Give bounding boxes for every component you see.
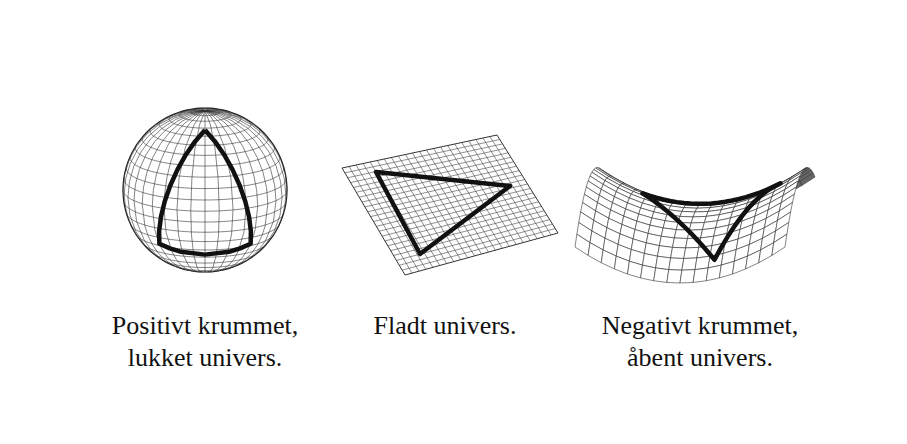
saddle-cell (733, 256, 748, 274)
saddle-cell (601, 250, 616, 269)
sphere-outline (123, 108, 287, 272)
saddle-figure (575, 168, 815, 284)
saddle-cell (691, 216, 706, 223)
plane-outline (342, 135, 558, 275)
saddle-cell (628, 261, 643, 278)
saddle-cell (772, 234, 787, 255)
plane-figure (342, 135, 558, 275)
saddle-cell (656, 256, 671, 269)
caption-label: Positivt krummet, lukket univers. (85, 310, 325, 374)
saddle-cell (671, 247, 686, 258)
plane-grid (345, 137, 555, 274)
caption-label: Negativt krummet, åbent univers. (575, 310, 825, 374)
sphere-grid (123, 108, 287, 272)
saddle-cell (588, 243, 603, 263)
saddle-cell (669, 258, 684, 270)
saddle-cell (673, 238, 688, 248)
saddle-cell (695, 256, 710, 269)
saddle-cell (614, 256, 629, 274)
caption-label: Fladt univers. (345, 310, 545, 342)
saddle-cell (654, 268, 669, 283)
saddle-cell (641, 265, 656, 281)
saddle-cell (575, 234, 590, 255)
saddle-cell (680, 270, 695, 283)
saddle-cell (689, 222, 704, 230)
saddle-triangle (643, 183, 781, 260)
sphere-figure (123, 108, 287, 272)
plane-triangle (376, 172, 510, 254)
saddle-cell (667, 270, 682, 283)
saddle-cell (759, 243, 774, 263)
saddle-cell (658, 246, 673, 258)
saddle-cell (684, 247, 699, 258)
saddle-cell (706, 265, 721, 281)
saddle-cell (680, 211, 695, 217)
saddle-cell (693, 268, 708, 283)
saddle-cell (719, 261, 734, 278)
sphere-triangle (159, 130, 251, 255)
saddle-cell (682, 258, 697, 270)
saddle-cell (746, 250, 761, 269)
